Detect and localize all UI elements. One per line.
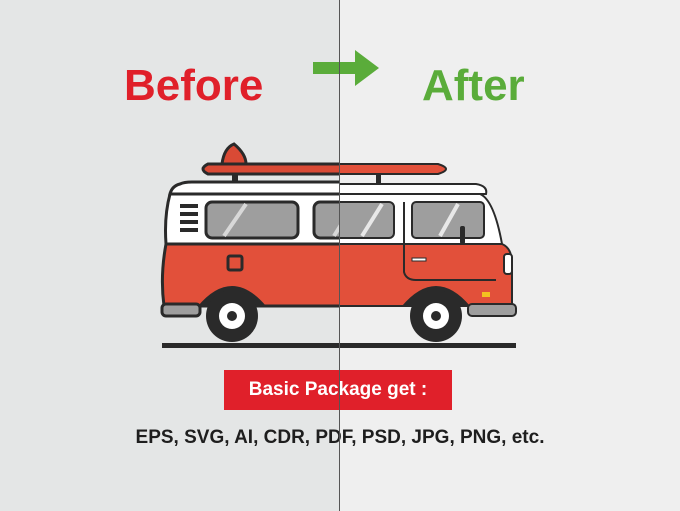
arrow-shape <box>313 50 379 86</box>
package-badge: Basic Package get : <box>224 370 452 410</box>
camper-van-illustration <box>160 142 517 348</box>
arrow-right-icon <box>313 50 379 86</box>
after-heading: After <box>422 61 525 110</box>
van-after-style <box>340 163 517 348</box>
van-before-style <box>160 142 340 348</box>
before-heading: Before <box>124 61 264 110</box>
divider-line <box>339 0 340 511</box>
file-formats-list: EPS, SVG, AI, CDR, PDF, PSD, JPG, PNG, e… <box>135 427 545 448</box>
